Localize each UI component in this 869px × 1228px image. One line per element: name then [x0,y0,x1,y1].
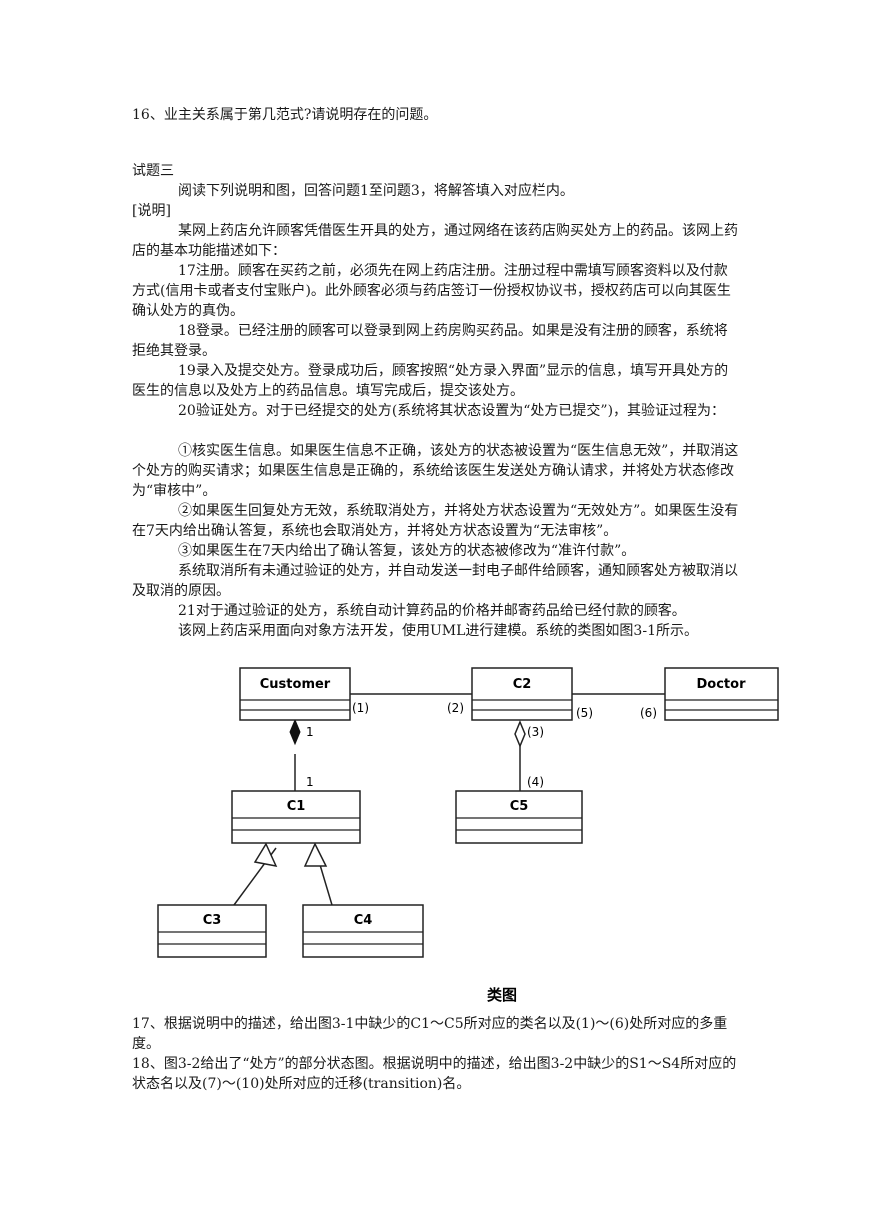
check-3-paragraph: ③如果医生在7天内给出了确认答复，该处方的状态被修改为“准许付款”。 [178,543,636,559]
multiplicity-2: (2) [447,701,464,715]
class-c2: C2 [471,667,573,721]
question-16: 16、业主关系属于第几范式?请说明存在的问题。 [132,107,438,123]
class-c3: C3 [157,904,267,958]
cancel-paragraph: 系统取消所有未通过验证的处方，并自动发送一封电子邮件给顾客，通知顾客处方被取消以… [132,563,738,599]
class-c1-name: C1 [287,799,306,814]
composition-diamond [289,718,301,746]
class-customer-name: Customer [260,677,331,692]
class-c4-name: C4 [354,913,373,928]
class-customer: Customer [239,667,351,721]
aggregation-diamond [514,720,526,748]
class-c3-name: C3 [203,913,222,928]
class-c1: C1 [231,790,361,844]
class-c4: C4 [302,904,424,958]
question-17: 17、根据说明中的描述，给出图3-1中缺少的C1～C5所对应的类名以及(1)～(… [132,1016,728,1052]
class-c5-name: C5 [510,799,529,814]
item-21-paragraph: 21对于通过验证的处方，系统自动计算药品的价格并邮寄药品给已经付款的顾客。 [178,603,686,619]
class-doctor-name: Doctor [697,677,747,692]
check-1-paragraph: ①核实医生信息。如果医生信息不正确，该处方的状态被设置为“医生信息无效”，并取消… [132,443,739,499]
question-18: 18、图3-2给出了“处方”的部分状态图。根据说明中的描述，给出图3-2中缺少的… [132,1056,737,1092]
generalization-arrow-c4 [303,842,328,867]
class-c2-name: C2 [513,677,532,692]
generalization-arrow-c3 [253,842,278,868]
item-17-paragraph: 17注册。顾客在买药之前，必须先在网上药店注册。注册过程中需填写顾客资料以及付款… [132,263,731,319]
class-c5: C5 [455,790,583,844]
multiplicity-4: (4) [527,775,544,789]
item-18-paragraph: 18登录。已经注册的顾客可以登录到网上药房购买药品。如果是没有注册的顾客，系统将… [132,323,728,359]
class-doctor: Doctor [664,667,779,721]
uml-paragraph: 该网上药店采用面向对象方法开发，使用UML进行建模。系统的类图如图3-1所示。 [178,623,698,639]
multiplicity-5: (5) [576,706,593,720]
diagram-caption: 类图 [487,986,517,1004]
multiplicity-6: (6) [640,706,657,720]
multiplicity-3: (3) [527,725,544,739]
item-20-paragraph: 20验证处方。对于已经提交的处方(系统将其状态设置为“处方已提交”)，其验证过程… [178,403,726,419]
composition-mult-bottom: 1 [306,775,314,789]
item-19-paragraph: 19录入及提交处方。登录成功后，顾客按照“处方录入界面”显示的信息，填写开具处方… [132,363,729,399]
composition-mult-top: 1 [306,725,314,739]
multiplicity-1: (1) [352,701,369,715]
intro-paragraph: 某网上药店允许顾客凭借医生开具的处方，通过网络在该药店购买处方上的药品。该网上药… [132,223,738,259]
instruction: 阅读下列说明和图，回答问题1至问题3，将解答填入对应栏内。 [178,183,574,199]
check-2-paragraph: ②如果医生回复处方无效，系统取消处方，并将处方状态设置为“无效处方”。如果医生没… [132,503,739,539]
section-title: 试题三 [132,163,174,179]
class-diagram: Customer C2 Doctor C1 C5 C3 C4 (1) (2) ( [157,667,779,1004]
shuoming-label: [说明] [132,203,171,219]
